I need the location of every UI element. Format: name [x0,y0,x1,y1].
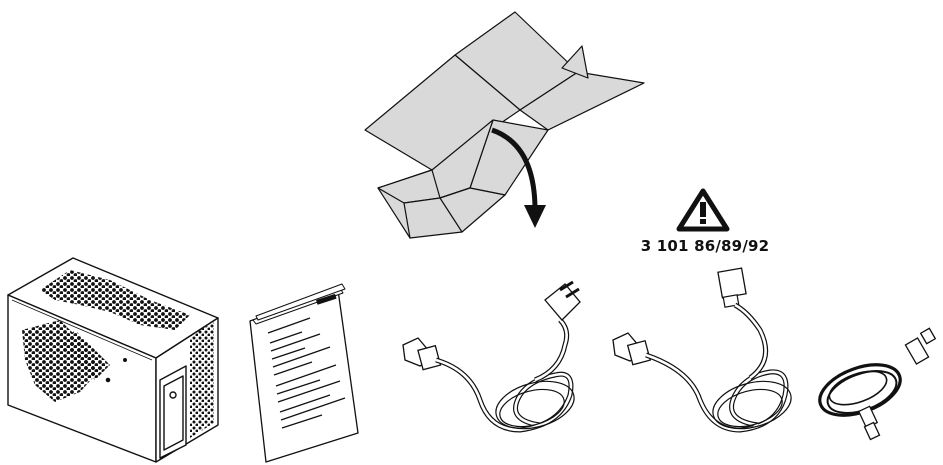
usb-cable-icon [818,327,937,441]
model-numbers-label: 3 101 86/89/92 [640,237,770,255]
curved-arrow-icon [491,127,546,228]
manual-booklet-icon [249,283,359,463]
power-cord-iec-icon [612,267,792,433]
warning-triangle-icon [676,188,730,232]
ups-unit-icon [7,257,219,463]
open-box-icon [364,11,645,239]
power-cord-schuko-icon [402,280,581,433]
